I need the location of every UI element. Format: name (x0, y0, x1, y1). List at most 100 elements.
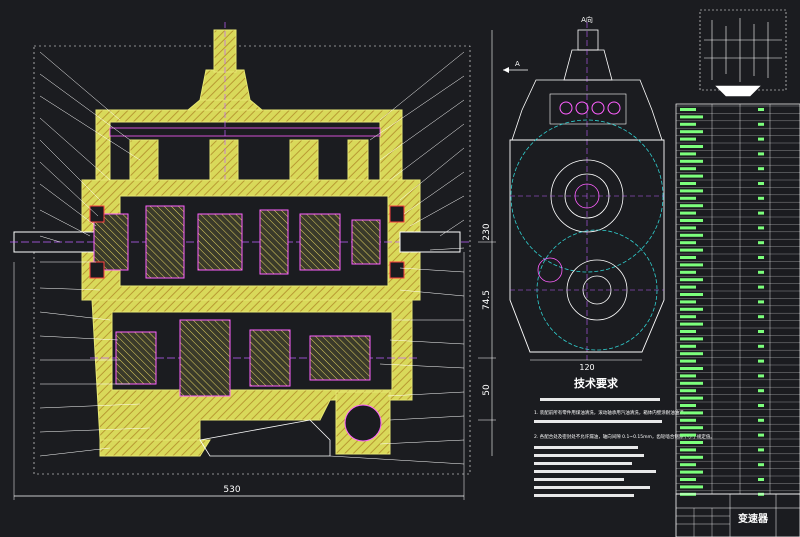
parts-row-code (680, 470, 703, 474)
parts-row-qty (758, 463, 764, 467)
parts-row-code (680, 337, 703, 341)
section-label: A向 (581, 15, 593, 24)
bearing-rear-bottom (389, 261, 405, 279)
parts-row-code (680, 152, 696, 156)
parts-row-code (680, 322, 703, 326)
bearing-front-top (89, 205, 105, 223)
parts-row-code (680, 115, 703, 119)
parts-row-code (680, 270, 696, 274)
shift-fork-3 (289, 139, 319, 181)
parts-row-code (680, 300, 696, 304)
view-arrow-label: A (515, 60, 520, 68)
front-section-view: 530 230 74.5 50 (10, 22, 496, 500)
parts-row-code (680, 441, 703, 444)
parts-row-code (680, 233, 703, 237)
housing-foot (99, 439, 211, 457)
parts-row-code (680, 174, 703, 178)
parts-row-code (680, 159, 703, 163)
parts-row-qty (758, 182, 764, 185)
reverse-boss (537, 257, 563, 283)
parts-row-qty (758, 300, 764, 304)
parts-row-code (680, 167, 696, 171)
gear-5 (299, 213, 341, 271)
dim-lower-right: 50 (482, 384, 492, 396)
counter-gear-3 (249, 329, 291, 387)
counter-gear-1 (115, 331, 157, 385)
parts-row-code (680, 285, 696, 289)
parts-row-code (680, 374, 696, 378)
parts-row-code (680, 122, 696, 126)
parts-row-qty (758, 256, 764, 259)
bearing-front-bottom (89, 261, 105, 279)
side-width-dim: 120 (579, 363, 594, 372)
parts-row-qty (758, 330, 764, 333)
right-leader-lines (329, 51, 465, 465)
parts-row-code (680, 352, 703, 356)
parts-row-code (680, 485, 703, 489)
reverse-idler-gear (344, 404, 382, 442)
parts-row-code (680, 219, 703, 222)
parts-row-code (680, 455, 703, 459)
bearing-rear-top (389, 205, 405, 223)
parts-row-code (680, 330, 696, 333)
parts-row-qty (758, 374, 764, 378)
left-leader-lines (39, 51, 151, 457)
parts-row-qty (758, 478, 764, 481)
tech-item-2: 2. 各配合处及密封处不允许漏油，轴向间隙 0.1~0.15mm，齿轮啮合侧隙不… (534, 433, 715, 440)
tech-text-blocks (534, 398, 662, 497)
bottom-cover (199, 419, 331, 457)
parts-row-code (680, 389, 696, 393)
parts-row-code (680, 381, 703, 385)
shift-fork-1 (129, 139, 159, 181)
title-block-name: 变速器 (738, 512, 769, 525)
tech-requirements: 技术要求 1. 装配前所有零件用煤油清洗，滚动轴承用汽油清洗，箱体内壁涂耐油油漆… (534, 376, 715, 497)
parts-row-qty (758, 448, 764, 452)
parts-row-qty (758, 211, 764, 215)
parts-row-qty (758, 108, 764, 111)
parts-row-qty (758, 433, 764, 437)
tech-heading: 技术要求 (574, 376, 619, 390)
parts-row-code (680, 418, 696, 422)
dim-upper-right: 230 (482, 223, 492, 240)
gear-1 (93, 213, 129, 271)
dim-mid-right: 74.5 (482, 290, 492, 310)
parts-row-qty (758, 359, 764, 363)
parts-row-qty (758, 196, 764, 200)
parts-row-code (680, 130, 703, 134)
parts-row-qty (758, 167, 764, 171)
parts-row-code (680, 404, 696, 407)
parts-row-qty (758, 226, 764, 230)
parts-row-code (680, 478, 696, 481)
side-view: A向 A 120 (503, 15, 665, 372)
parts-row-code (680, 145, 703, 148)
gear-6 (351, 219, 381, 265)
side-body (509, 139, 665, 353)
overall-length-dim: 530 (223, 485, 240, 495)
side-lever-stub (577, 29, 599, 51)
parts-row-code (680, 307, 703, 311)
parts-row-qty (758, 285, 764, 289)
parts-row-code (680, 108, 696, 111)
parts-row-code (680, 204, 703, 208)
shift-fork-2 (209, 139, 239, 181)
parts-row-code (680, 196, 696, 200)
parts-row-code (680, 344, 696, 348)
parts-row-code (680, 359, 696, 363)
parts-row-code (680, 137, 696, 141)
parts-row-qty (758, 344, 764, 348)
parts-row-code (680, 226, 696, 230)
parts-row-code (680, 263, 703, 267)
gear-schematic (699, 9, 787, 97)
parts-list (675, 103, 800, 496)
parts-row-code (680, 411, 703, 415)
parts-row-qty (758, 152, 764, 156)
shift-rail (109, 127, 381, 137)
parts-row-code (680, 315, 696, 319)
parts-row-qty (758, 418, 764, 422)
side-top-boss (563, 49, 613, 81)
parts-row-qty (758, 270, 764, 274)
tech-item-1: 1. 装配前所有零件用煤油清洗，滚动轴承用汽油清洗，箱体内壁涂耐油油漆。 (534, 409, 688, 416)
counter-gear-2 (179, 319, 231, 397)
gear-4 (259, 209, 289, 275)
